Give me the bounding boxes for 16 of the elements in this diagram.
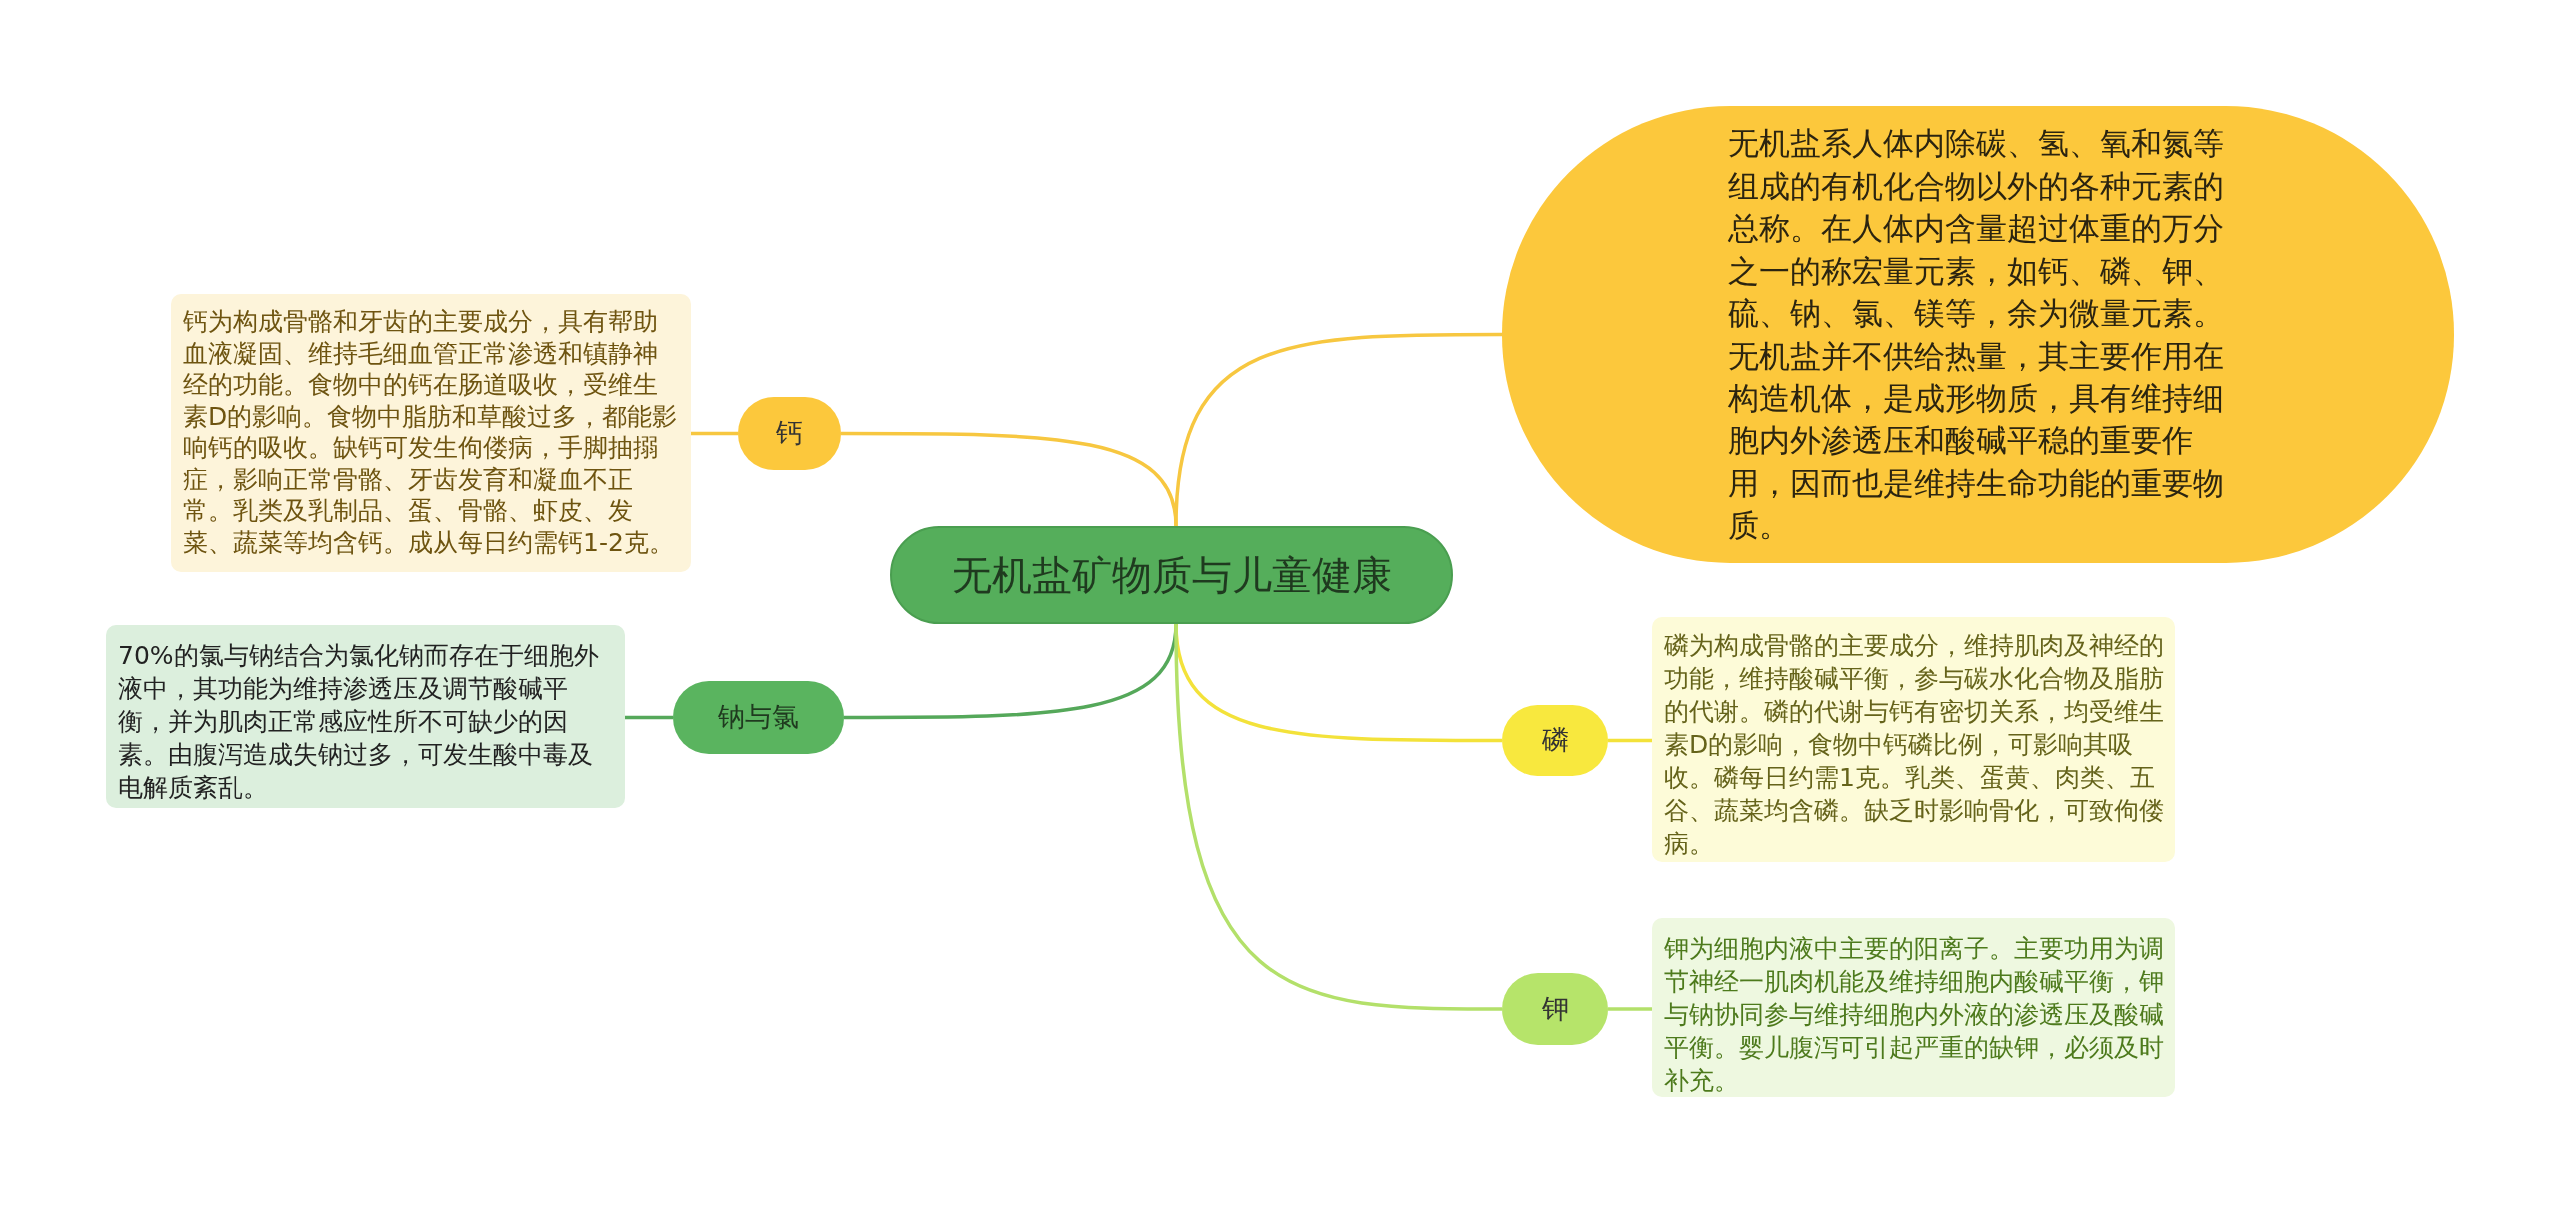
- topic-label: 磷: [1502, 705, 1608, 776]
- connector: [1174, 623, 1502, 1011]
- note-box: 钙为构成骨骼和牙齿的主要成分，具有帮助血液凝固、维持毛细血管正常渗透和镇静神经的功能。食物中的钙在肠道吸收，受维生素D的影响。食物中脂肪和草酸过多，都能影响钙的吸收。缺钙可发生佝偻病，手脚抽搦症，影响正常骨骼、牙齿发育和凝血不正常。乳类及乳制品、蛋、骨骼、虾皮、发菜、蔬菜等均含钙。成从每日约需钙1-2克。: [171, 294, 691, 572]
- note-box: 磷为构成骨骼的主要成分，维持肌肉及神经的功能，维持酸碱平衡，参与碳水化合物及脂肪的代谢。磷的代谢与钙有密切关系，均受维生素D的影响，食物中钙磷比例，可影响其吸收。磷每日约需1克。乳类、蛋黄、肉类、五谷、蔬菜均含磷。缺乏时影响骨化，可致佝偻病。: [1652, 617, 2175, 862]
- summary-bubble: 无机盐系人体内除碳、氢、氧和氮等组成的有机化合物以外的各种元素的总称。在人体内含量超过体重的万分之一的称宏量元素，如钙、磷、钾、硫、钠、氯、镁等，余为微量元素。无机盐并不供给热量，其主要作用在构造机体，是成形物质，具有维持细胞内外渗透压和酸碱平稳的重要作用，因而也是维持生命功能的重要物质。: [1502, 106, 2454, 563]
- connector: [1608, 1007, 1652, 1011]
- connector: [841, 431, 1178, 527]
- note-box: 钾为细胞内液中主要的阳离子。主要功用为调节神经一肌肉机能及维持细胞内酸碱平衡，钾与钠协同参与维持细胞内外液的渗透压及酸碱平衡。婴儿腹泻可引起严重的缺钾，必须及时补充。: [1652, 918, 2175, 1097]
- connector: [691, 431, 738, 436]
- note-box: 70%的氯与钠结合为氯化钠而存在于细胞外液中，其功能为维持渗透压及调节酸碱平衡，并为肌肉正常感应性所不可缺少的因素。由腹泻造成失钠过多，可发生酸中毒及电解质紊乱。: [106, 625, 625, 808]
- connector: [625, 715, 673, 720]
- topic-label: 钠与氯: [673, 681, 844, 754]
- topic-label: 钾: [1502, 973, 1608, 1045]
- topic-label: 钙: [738, 397, 841, 470]
- central-topic: 无机盐矿物质与儿童健康: [890, 526, 1453, 624]
- connector: [1608, 738, 1652, 743]
